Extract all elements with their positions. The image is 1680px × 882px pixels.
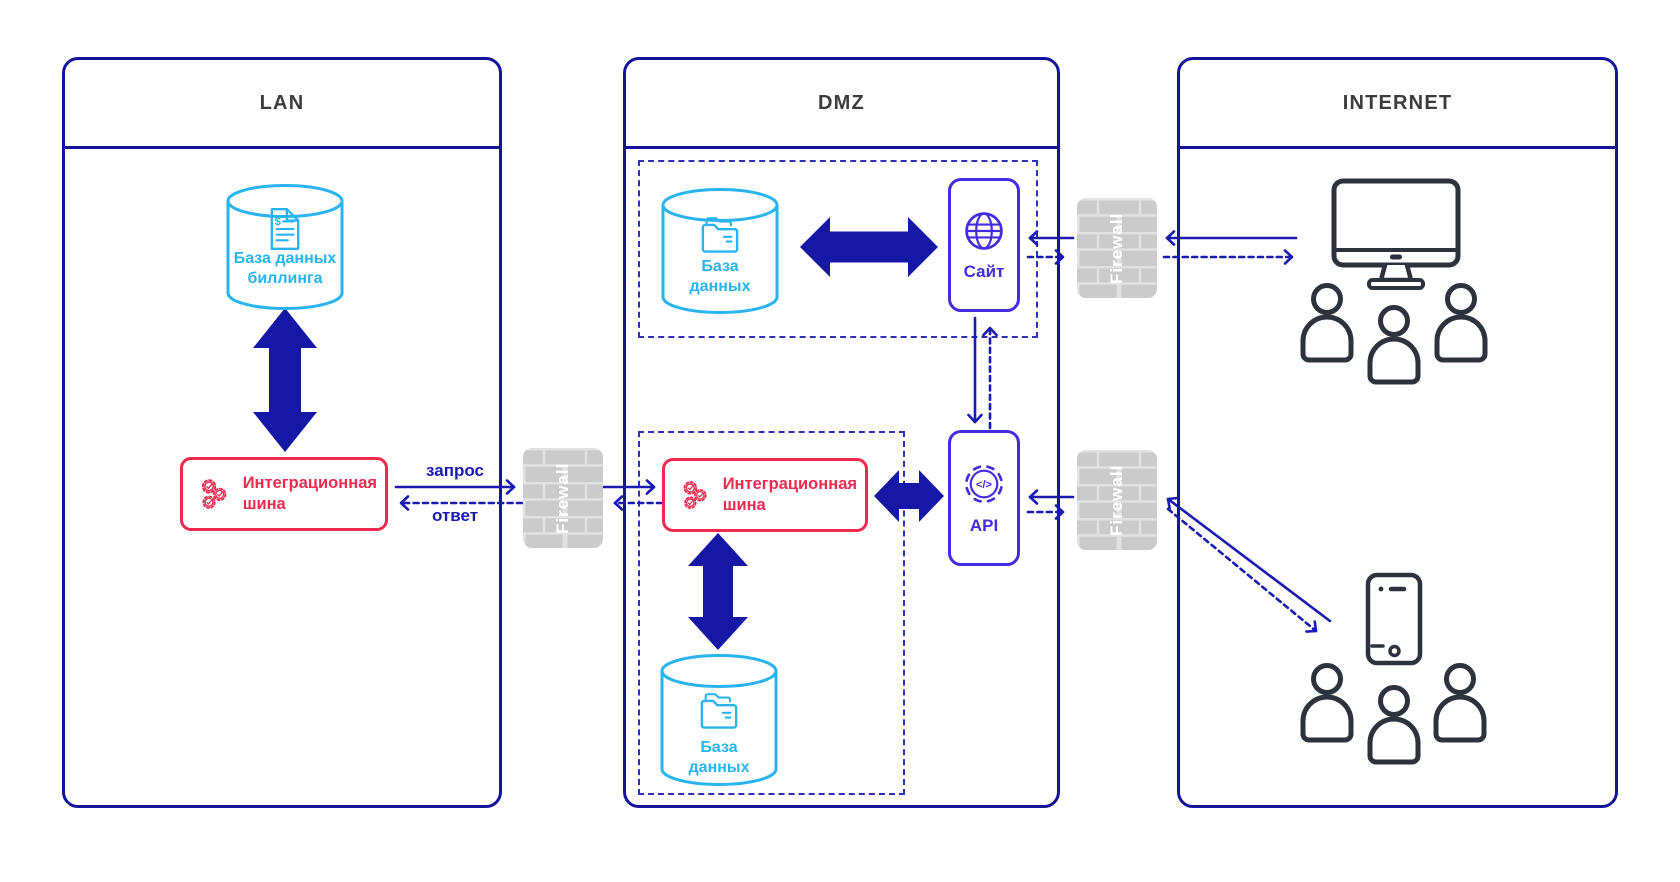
firewall-label: Firewall [1107, 212, 1126, 284]
gears-icon [201, 479, 227, 509]
dmz-web-database: База данных [660, 187, 780, 315]
api-label: API [969, 515, 999, 535]
brick-wall-icon [1077, 450, 1157, 550]
billing-database-label: База данных биллинга [233, 250, 337, 287]
desktop-users-group [1295, 176, 1495, 393]
site-label: Сайт [963, 261, 1005, 281]
monitor-icon [1331, 178, 1461, 290]
user-icon [1367, 305, 1421, 385]
brick-wall-icon [1077, 198, 1157, 298]
dmz-bus-segment-border [638, 431, 905, 795]
firewall-dmz-internet-api: Firewall [1077, 450, 1157, 550]
api-node: </> API [948, 430, 1020, 566]
folders-icon [700, 693, 738, 729]
firewall-label: Firewall [1107, 464, 1126, 536]
user-icon [1300, 283, 1354, 363]
zone-dmz-title: DMZ [626, 60, 1057, 149]
dmz-integration-bus-label: Интеграционная шина [722, 475, 857, 514]
user-icon [1300, 663, 1354, 743]
zone-dmz: DMZ [623, 57, 1060, 808]
user-icon [1367, 685, 1421, 765]
svg-text:$: $ [275, 216, 282, 228]
zone-internet-title: INTERNET [1180, 60, 1615, 149]
zone-internet: INTERNET [1177, 57, 1618, 808]
user-icon [1434, 283, 1488, 363]
brick-wall-icon [523, 448, 603, 548]
response-label: ответ [431, 506, 479, 525]
firewall-dmz-internet-web: Firewall [1077, 198, 1157, 298]
request-label: запрос [426, 461, 484, 480]
dmz-web-database-label: База данных [689, 258, 751, 295]
firewall-lan-dmz: Firewall [523, 448, 603, 548]
folders-icon [701, 217, 739, 253]
dmz-integration-bus: Интеграционная шина [662, 458, 868, 532]
mobile-users-group [1290, 568, 1500, 785]
gears-icon [683, 481, 707, 509]
lan-integration-bus: Интеграционная шина [180, 457, 388, 531]
dmz-web-segment-border [638, 160, 1038, 338]
database-cylinder-icon [226, 184, 344, 310]
dmz-bus-database: База данных [659, 653, 779, 787]
lan-integration-bus-label: Интеграционная шина [242, 474, 377, 513]
billing-document-icon: $ [270, 207, 300, 251]
site-node: Сайт [948, 178, 1020, 312]
smartphone-icon [1365, 572, 1423, 666]
zone-lan-title: LAN [65, 60, 499, 149]
globe-icon [965, 211, 1003, 250]
api-gear-code-icon: </> [964, 464, 1004, 503]
svg-text:</>: </> [976, 478, 992, 490]
database-cylinder-icon [661, 188, 779, 314]
dmz-bus-database-label: База данных [688, 739, 750, 776]
user-icon [1433, 663, 1487, 743]
zone-lan: LAN [62, 57, 502, 808]
firewall-label: Firewall [553, 462, 572, 534]
billing-database: $ База данных биллинга [225, 183, 345, 311]
